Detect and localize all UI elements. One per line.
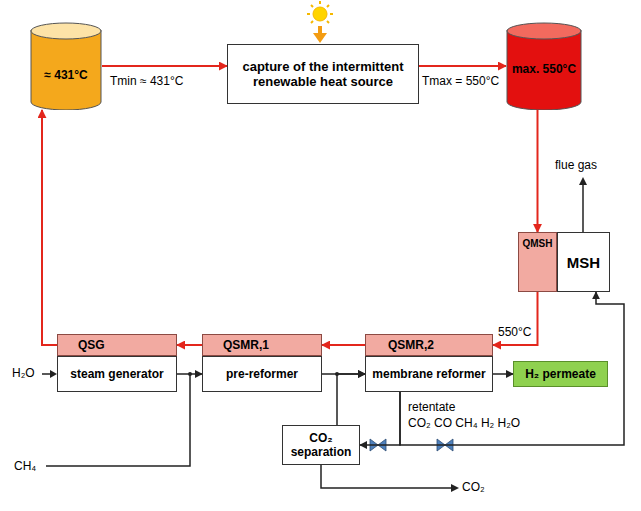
flue-gas-arrow xyxy=(579,177,587,232)
tank-body xyxy=(31,30,101,110)
heat-flow-arrow xyxy=(102,65,227,67)
process-box: MSH xyxy=(557,232,610,292)
node-text: CO₂ separation xyxy=(287,431,355,459)
process-flow-arrow xyxy=(177,373,202,375)
annotation-label: CO₂ CO CH₄ H₂ H₂O xyxy=(408,416,520,430)
node-text: QSG xyxy=(78,338,105,352)
storage-tank: ≈ 431°C xyxy=(30,22,102,110)
process-flow-arrow xyxy=(493,373,513,375)
node-text: membrane reformer xyxy=(372,367,485,381)
annotation-label: CH₄ xyxy=(14,459,36,473)
process-box: capture of the intermittent renewable he… xyxy=(227,44,419,104)
product-box: H₂ permeate xyxy=(513,361,608,387)
tank-body xyxy=(507,30,581,110)
node-text: pre-reformer xyxy=(226,367,298,381)
node-text: capture of the intermittent renewable he… xyxy=(232,59,414,89)
node-text: ≈ 431°C xyxy=(44,68,87,82)
co2-outlet-arrow xyxy=(321,465,459,492)
process-flow-arrow xyxy=(337,374,365,425)
heat-flow-arrow xyxy=(42,110,57,345)
node-text: max. 550°C xyxy=(512,62,576,76)
tank-lid xyxy=(31,23,101,39)
node-text: steam generator xyxy=(70,367,163,381)
node-text: MSH xyxy=(567,254,600,271)
process-box: membrane reformer xyxy=(365,356,493,392)
heat-arrow xyxy=(141,270,556,361)
node-text: H₂ permeate xyxy=(525,367,596,381)
node-text: QMSH xyxy=(523,238,553,249)
heat-flow-arrow xyxy=(537,110,539,232)
process-box: steam generator xyxy=(57,356,177,392)
heat-header: QSMR,1 xyxy=(202,334,322,356)
node-text: QSMR,1 xyxy=(223,338,269,352)
heat-flow-arrow xyxy=(493,292,538,345)
heat-flow-arrow xyxy=(177,344,202,346)
edge-label: 550°C xyxy=(496,325,534,339)
process-box: pre-reformer xyxy=(202,356,322,392)
heat-flow-arrow xyxy=(322,344,365,346)
tank-lid xyxy=(507,23,581,39)
annotation-label: CO₂ xyxy=(462,480,485,494)
heat-flow-arrow xyxy=(419,65,506,67)
annotation-label: flue gas xyxy=(555,158,597,172)
process-flow-arrow xyxy=(360,392,400,445)
tank-shape xyxy=(30,22,102,110)
sun-icon xyxy=(307,1,333,43)
annotation-label: H₂O xyxy=(12,366,35,380)
process-box: CO₂ separation xyxy=(282,425,360,465)
inlet-arrow xyxy=(42,370,57,378)
annotation-label: Tmax = 550°C xyxy=(422,74,499,88)
annotation-label: retentate xyxy=(408,400,455,414)
heat-header: QSG xyxy=(57,334,177,356)
heat-header: QSMR,2 xyxy=(365,334,493,356)
node-text: QSMR,2 xyxy=(388,338,434,352)
heat-exchanger: QMSH xyxy=(518,232,557,292)
annotation-label: Tmin ≈ 431°C xyxy=(110,74,183,88)
storage-tank: max. 550°C xyxy=(506,22,582,110)
